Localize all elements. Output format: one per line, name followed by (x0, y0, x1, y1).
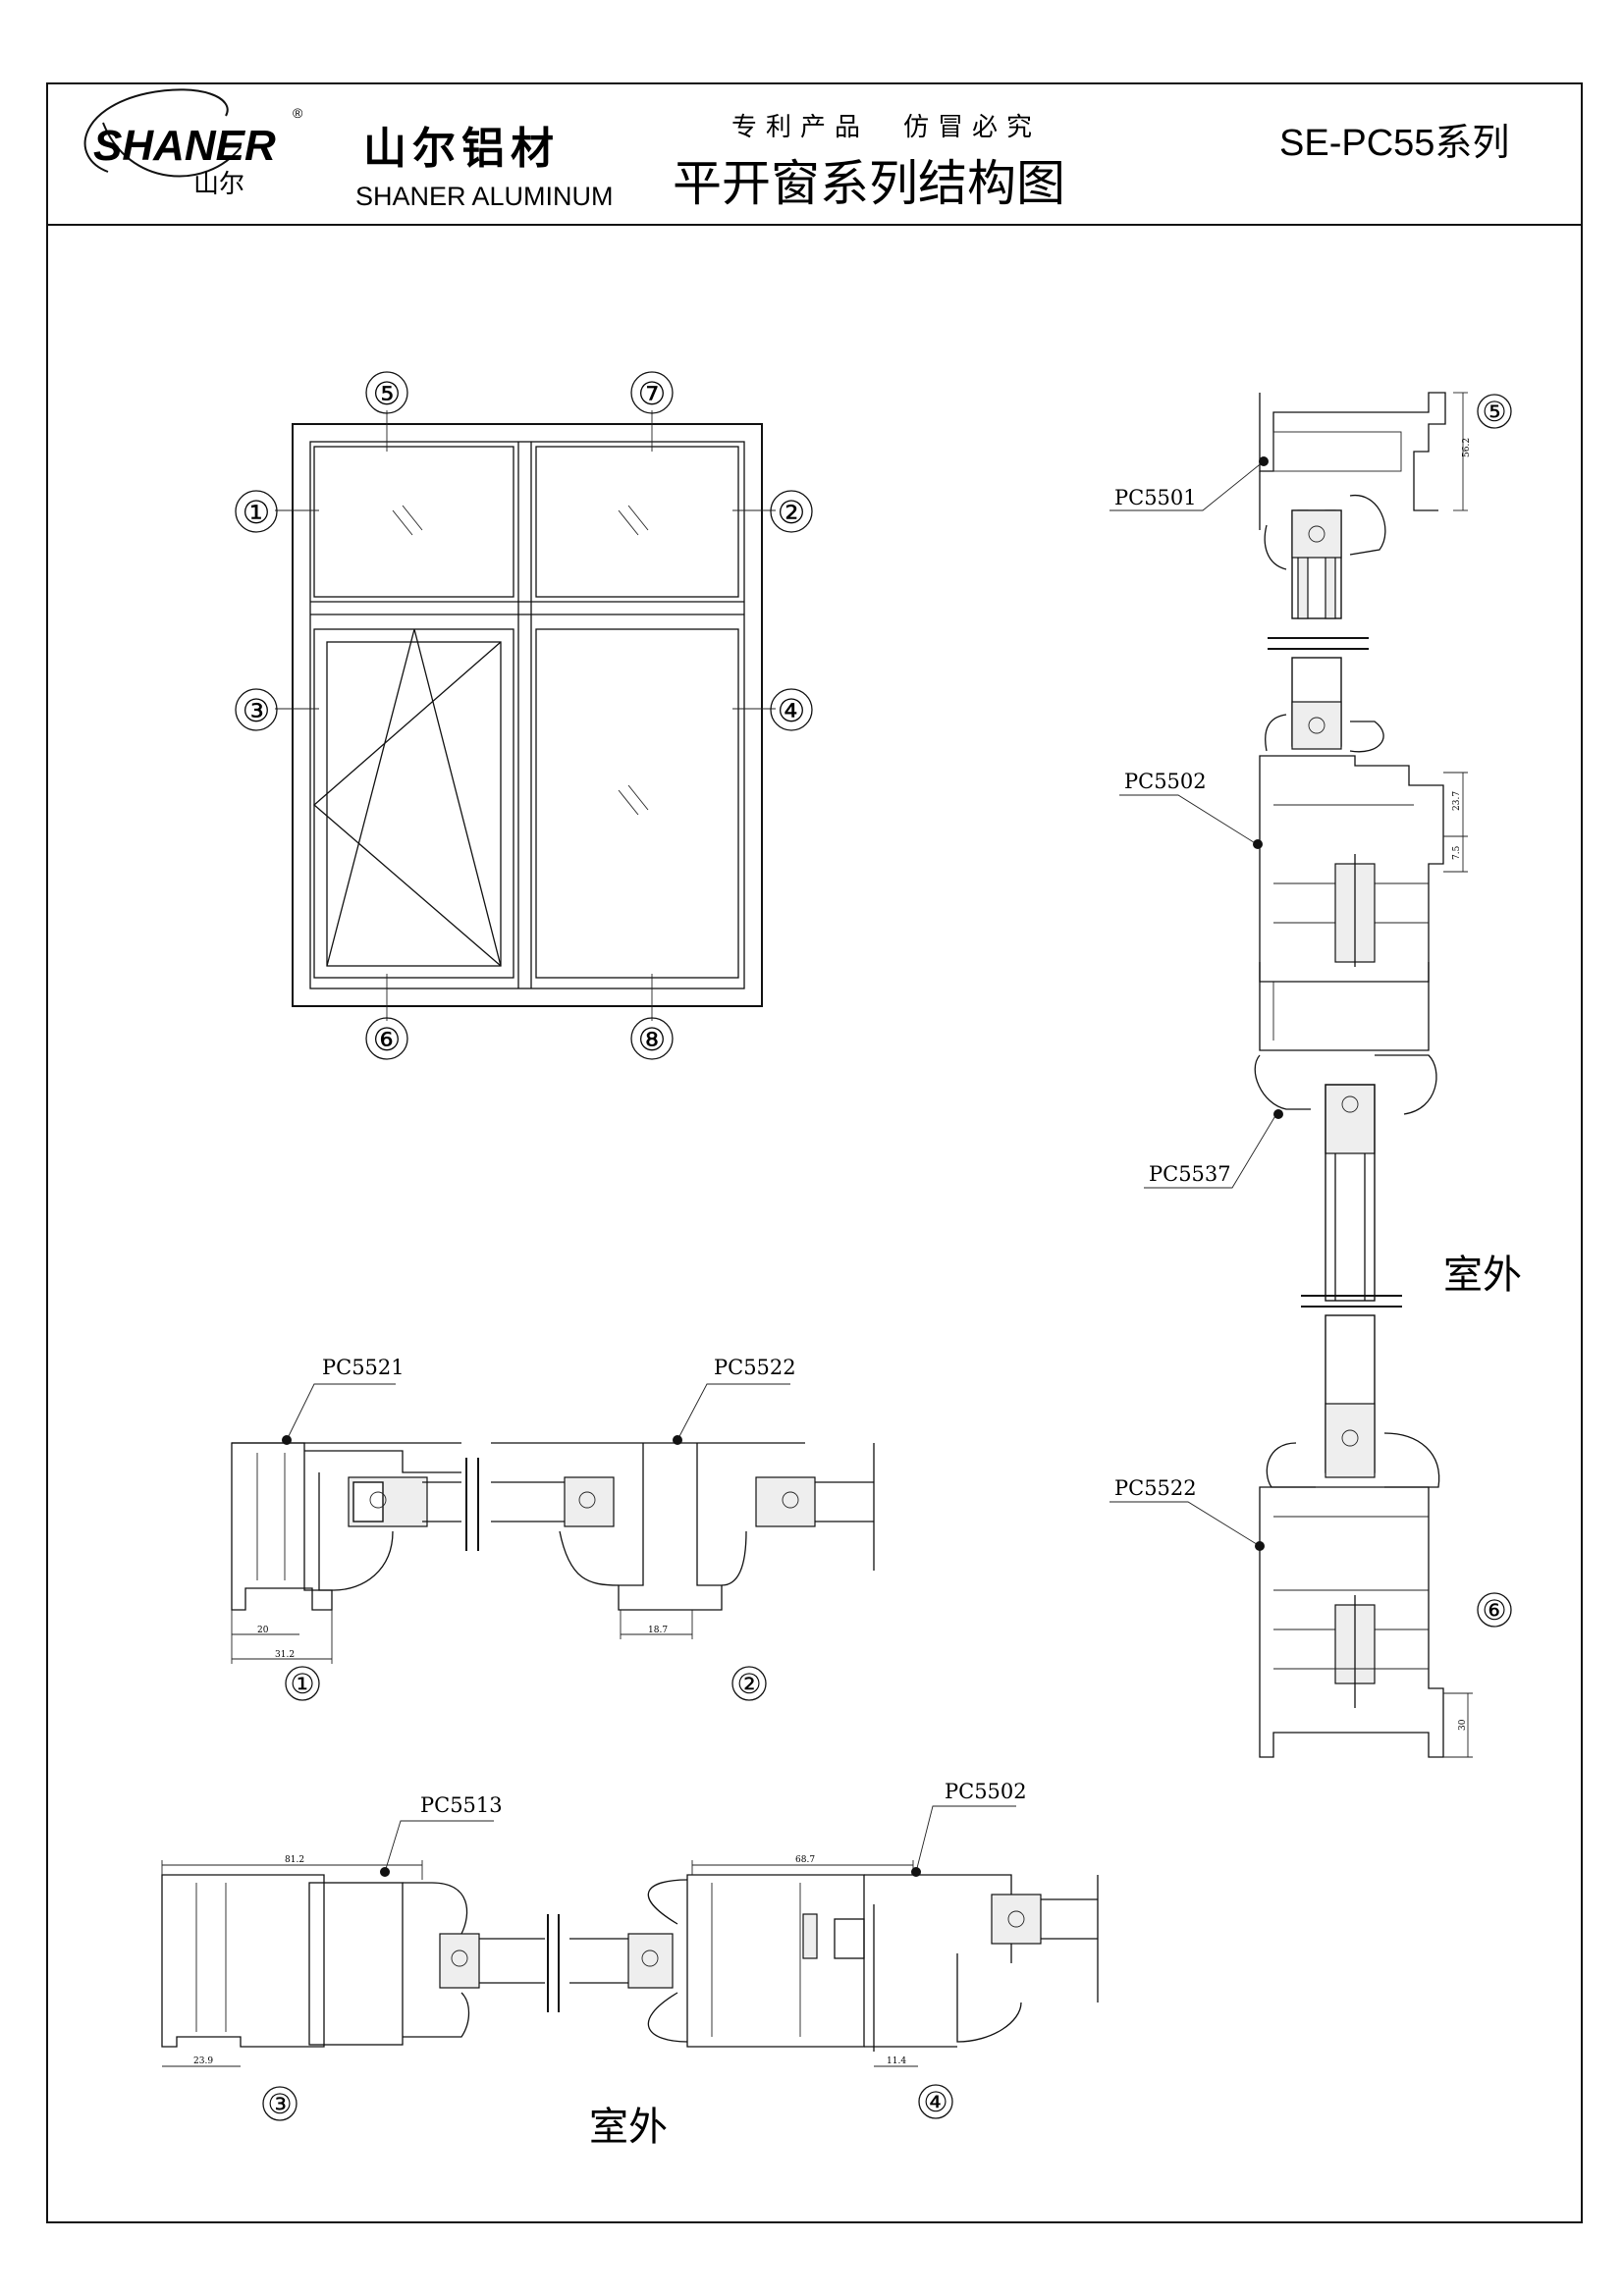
page-title: 平开窗系列结构图 (673, 155, 1065, 212)
marker-5: ⑤ (373, 376, 402, 411)
profile-label-pc5522: PC5522 (714, 1356, 796, 1379)
dim-23-9: 23.9 (193, 2056, 213, 2066)
profile-label-pc5513: PC5513 (420, 1793, 503, 1817)
profile-label-pc5537: PC5537 (1149, 1162, 1231, 1186)
marker-7: ⑦ (638, 376, 667, 411)
profile-label-pc5502-vertical: PC5502 (1124, 770, 1207, 793)
dim-23-7: 23.7 (1452, 791, 1462, 811)
logo-text: SHANER (93, 122, 276, 170)
section-3-4 (161, 1805, 1099, 2067)
vertical-section (1109, 392, 1473, 1758)
section-1-2 (231, 1383, 875, 1664)
vertical-marker-6: ⑥ (1482, 1595, 1506, 1626)
patent-notice: 专利产品 仿冒必究 (731, 113, 1041, 142)
profile-label-pc5522-vertical: PC5522 (1114, 1476, 1197, 1500)
window-elevation (275, 410, 776, 1021)
dim-7-5: 7.5 (1452, 845, 1462, 860)
marker-3: ③ (243, 693, 271, 728)
series-code: SE-PC55系列 (1279, 123, 1509, 164)
marker-1: ① (243, 495, 271, 530)
dim-56-2: 56.2 (1462, 438, 1472, 457)
shaner-logo: SHANER 山尔 ® (83, 88, 303, 198)
logo-sub: 山尔 (193, 169, 244, 198)
dim-11-4: 11.4 (887, 2056, 906, 2066)
marker-8: ⑧ (638, 1022, 667, 1057)
dim-81-2: 81.2 (285, 1855, 304, 1865)
section-marker-4: ④ (923, 2087, 947, 2117)
company-name-cn: 山尔铝材 (363, 125, 560, 173)
marker-4: ④ (778, 693, 806, 728)
dim-18-7: 18.7 (648, 1626, 668, 1635)
profile-label-pc5521: PC5521 (322, 1356, 405, 1379)
vertical-marker-5: ⑤ (1482, 397, 1506, 427)
outside-label-horizontal: 室外 (589, 2105, 668, 2150)
dim-20: 20 (257, 1626, 269, 1635)
company-name-en: SHANER ALUMINUM (355, 182, 614, 211)
outside-label-vertical: 室外 (1443, 1253, 1522, 1298)
dim-31-2: 31.2 (275, 1650, 295, 1660)
marker-6: ⑥ (373, 1022, 402, 1057)
profile-label-pc5502-horizontal: PC5502 (945, 1780, 1027, 1803)
section-marker-3: ③ (267, 2089, 292, 2119)
marker-2: ② (778, 495, 806, 530)
sheet-border (46, 82, 1583, 2223)
section-marker-1: ① (290, 1669, 314, 1699)
section-marker-2: ② (736, 1669, 761, 1699)
registered-mark: ® (293, 105, 303, 121)
dim-68-7: 68.7 (795, 1855, 815, 1865)
dim-30: 30 (1458, 1719, 1468, 1731)
profile-label-pc5501: PC5501 (1114, 486, 1197, 509)
